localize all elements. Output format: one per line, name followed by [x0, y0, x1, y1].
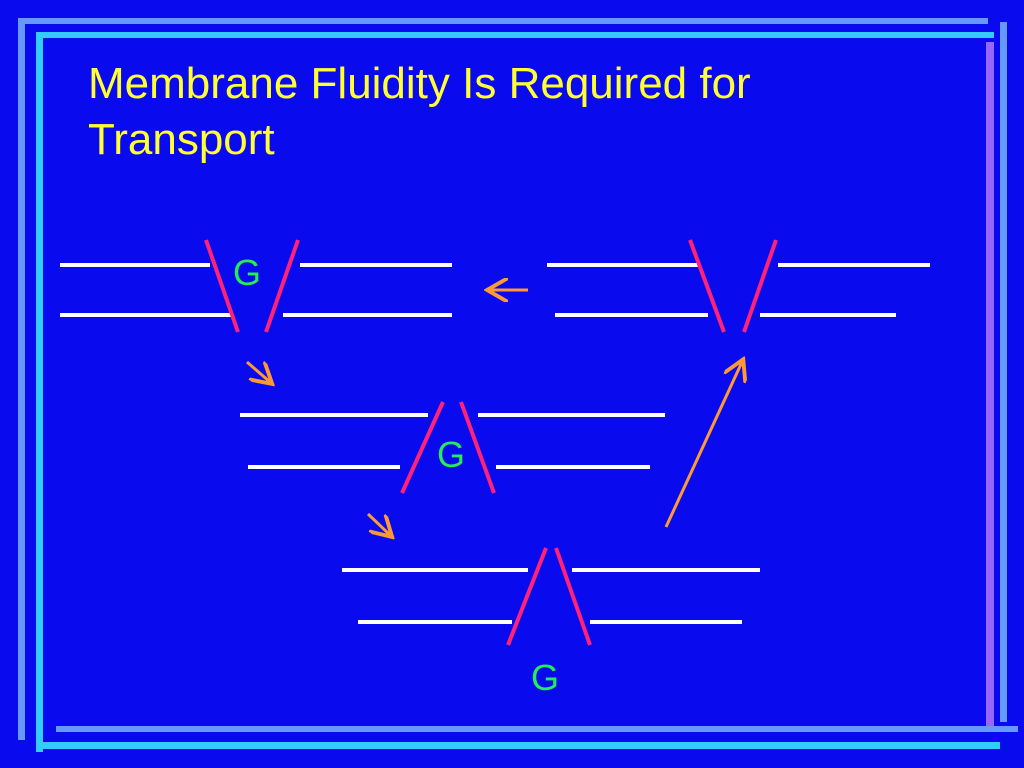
frame-top-inner [36, 32, 994, 38]
frame-right-outer [1000, 22, 1007, 722]
transporter-right-arm [264, 239, 300, 333]
frame-bottom-outer [56, 726, 1018, 732]
transporter-right-arm [742, 239, 778, 333]
stage-2-membrane: G [240, 401, 665, 494]
stage-4-membrane [547, 239, 930, 333]
stage-3-membrane: G [342, 547, 760, 698]
transporter-right-arm [554, 547, 592, 646]
transporter-right-arm [459, 401, 496, 494]
frame-bottom-inner [42, 742, 1000, 749]
arrow-stage1-to-stage2 [246, 360, 270, 382]
frame-left-inner [36, 36, 43, 752]
arrow-stage3-to-stage4 [664, 362, 742, 528]
glucose-label-2: G [437, 434, 465, 475]
title-line-2: Transport [88, 115, 275, 164]
stage-1-membrane: G [60, 239, 452, 333]
transporter-left-arm [506, 547, 548, 646]
glucose-label-1: G [233, 252, 261, 293]
transporter-left-arm [400, 401, 445, 494]
title-line-1: Membrane Fluidity Is Required for [88, 59, 751, 108]
slide-title: Membrane Fluidity Is Required for Transp… [88, 56, 948, 168]
arrow-stage2-to-stage3 [366, 512, 390, 535]
transporter-left-arm [688, 239, 726, 333]
glucose-label-3: G [531, 657, 559, 698]
frame-left-outer [18, 22, 25, 740]
frame-right-purple [986, 42, 994, 732]
frame-top-outer [18, 18, 988, 24]
transporter-left-arm [204, 239, 240, 333]
